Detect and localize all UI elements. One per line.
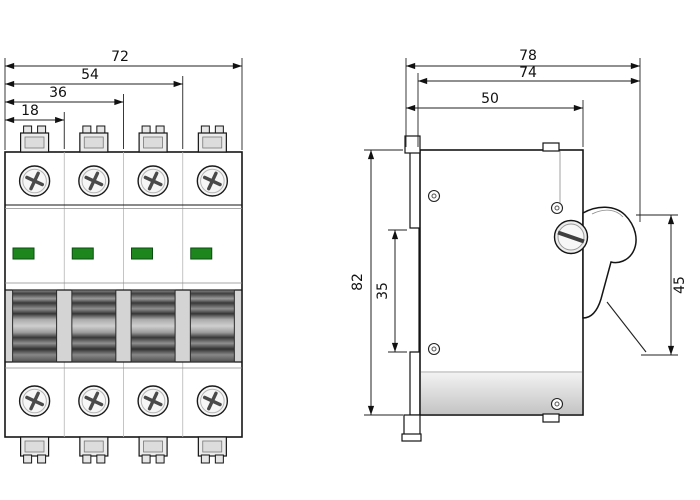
- dim-label-rail-to-front-depth: 50: [481, 91, 499, 107]
- din-rail-bottom-clip: [403, 414, 421, 436]
- front-dimensions: 72 54 36 18: [4, 49, 243, 150]
- din-rail-clip-foot: [401, 433, 422, 442]
- dim-label-body-depth: 74: [519, 65, 537, 81]
- top-vent-tab: [542, 142, 560, 152]
- dim-label-one-pole-width: 18: [21, 103, 39, 119]
- toggle-lever-side: [582, 206, 637, 319]
- housing-rivet: [427, 342, 441, 356]
- dim-label-total-height: 82: [350, 273, 366, 291]
- dim-label-total-depth: 78: [519, 48, 537, 64]
- din-rail-channel: [409, 149, 420, 416]
- toggle-lever-detail: [591, 209, 624, 218]
- side-view: 78 74 50 82 35 45: [350, 48, 688, 442]
- housing-rivet: [550, 201, 564, 215]
- front-view: 72 54 36 18: [4, 49, 243, 463]
- bottom-vent-tab: [542, 413, 560, 423]
- dim-label-lever-zone-height: 45: [672, 276, 688, 294]
- front-screw-slot: [557, 230, 585, 244]
- housing-rivet: [550, 397, 564, 411]
- side-body-outline: [419, 149, 584, 416]
- dim-label-three-pole-width: 54: [81, 67, 99, 83]
- dim-label-total-width: 72: [111, 49, 129, 65]
- dim-label-rail-slot-height: 35: [375, 282, 391, 300]
- side-dimensions: 78 74 50 82 35 45: [350, 48, 688, 416]
- lever-travel-line: [606, 301, 647, 353]
- dim-label-two-pole-width: 36: [49, 85, 67, 101]
- housing-rivet: [427, 189, 441, 203]
- din-rail-top-hook: [404, 135, 421, 154]
